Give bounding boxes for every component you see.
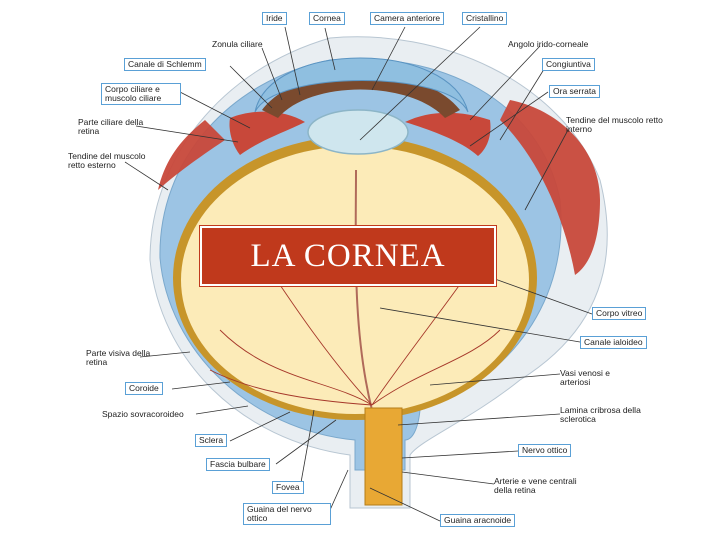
ciliary-body-left-shape <box>229 111 305 155</box>
retinal-vessels-shape <box>209 269 501 406</box>
label-corpo-ciliare: Corpo ciliare e muscolo ciliare <box>101 83 181 105</box>
label-fascia-bulbare: Fascia bulbare <box>206 458 270 471</box>
title-banner: LA CORNEA <box>200 226 496 286</box>
label-guaina-nervo-ottico: Guaina del nervo ottico <box>243 503 331 525</box>
leader-lines <box>124 26 593 522</box>
label-cristallino: Cristallino <box>462 12 508 25</box>
label-coroide: Coroide <box>125 382 163 395</box>
optic-nerve-shape <box>364 407 403 506</box>
label-angolo-irido-corneale: Angolo irido-corneale <box>508 39 589 49</box>
lens-shape <box>307 109 409 155</box>
label-parte-ciliare-retina: Parte ciliare della retina <box>78 117 144 136</box>
label-ora-serrata: Ora serrata <box>549 85 600 98</box>
label-tendine-retto-interno: Tendine del muscolo retto interno <box>566 115 663 134</box>
label-congiuntiva: Congiuntiva <box>542 58 595 71</box>
label-cornea: Cornea <box>309 12 345 25</box>
label-camera-anteriore: Camera anteriore <box>370 12 445 25</box>
label-lamina-cribrosa: Lamina cribrosa della sclerotica <box>560 405 641 424</box>
label-parte-visiva-retina: Parte visiva della retina <box>86 348 151 367</box>
label-sclera: Sclera <box>195 434 228 447</box>
label-tendine-retto-esterno: Tendine del muscolo retto esterno <box>68 151 146 170</box>
title-text: LA CORNEA <box>250 237 446 274</box>
label-canale-schlemm: Canale di Schlemm <box>124 58 206 71</box>
label-arterie-vene-centrali: Arterie e vene centrali della retina <box>494 476 577 495</box>
label-nervo-ottico: Nervo ottico <box>518 444 572 457</box>
label-canale-ialoideo: Canale ialoideo <box>580 336 647 349</box>
label-fovea: Fovea <box>272 481 304 494</box>
label-spazio-sovracoroideo: Spazio sovracoroideo <box>102 409 184 419</box>
label-guaina-aracnoide: Guaina aracnoide <box>440 514 516 527</box>
label-zonula-ciliare: Zonula ciliare <box>212 39 263 49</box>
muscle-right-shape <box>500 100 600 275</box>
label-corpo-vitreo: Corpo vitreo <box>592 307 647 320</box>
ciliary-body-right-shape <box>405 112 491 156</box>
cornea-shape <box>254 57 469 113</box>
label-iride: Iride <box>262 12 287 25</box>
label-vasi-venosi: Vasi venosi e arteriosi <box>560 368 610 387</box>
hyaloid-canal-shape <box>354 169 373 411</box>
